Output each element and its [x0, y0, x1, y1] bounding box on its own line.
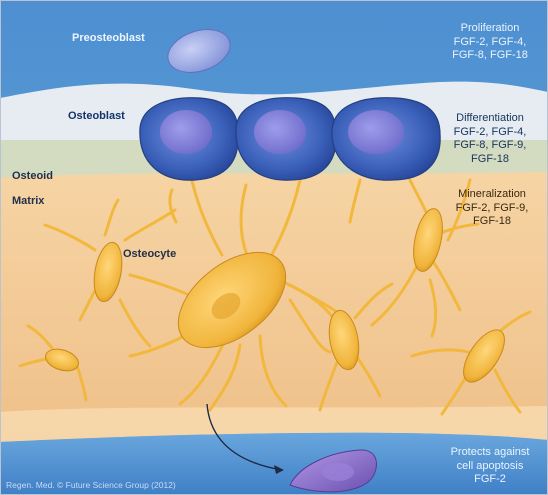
osteoblast-label: Osteoblast [68, 110, 125, 124]
osteoblast-cell [140, 98, 238, 180]
mineralization-factors-1: FGF-2, FGF-9, [438, 202, 546, 216]
differentiation-factors-3: FGF-18 [436, 153, 544, 167]
osteoid-label: Osteoid [12, 170, 53, 184]
apoptosis-note: Protects against cell apoptosis FGF-2 [436, 446, 544, 487]
osteoblast-cell [236, 98, 336, 180]
proliferation-factors-2: FGF-8, FGF-18 [436, 49, 544, 63]
apoptosis-line-2: cell apoptosis [436, 460, 544, 474]
matrix-label: Matrix [12, 195, 44, 209]
mineralization-factors-2: FGF-18 [438, 215, 546, 229]
osteoblast-cell [332, 98, 440, 180]
apoptosis-title: Protects against [436, 446, 544, 460]
mineralization-title: Mineralization [438, 188, 546, 202]
differentiation-note: Differentiation FGF-2, FGF-4, FGF-8, FGF… [436, 112, 544, 166]
differentiation-factors-2: FGF-8, FGF-9, [436, 139, 544, 153]
mineralization-note: Mineralization FGF-2, FGF-9, FGF-18 [438, 188, 546, 229]
apoptotic-nucleus [322, 463, 354, 481]
apoptosis-factor: FGF-2 [436, 473, 544, 487]
differentiation-factors-1: FGF-2, FGF-4, [436, 126, 544, 140]
copyright-credit: Regen. Med. © Future Science Group (2012… [6, 480, 176, 490]
proliferation-factors-1: FGF-2, FGF-4, [436, 36, 544, 50]
preosteoblast-label: Preosteoblast [72, 32, 145, 46]
proliferation-title: Proliferation [436, 22, 544, 36]
differentiation-title: Differentiation [436, 112, 544, 126]
osteocyte-label: Osteocyte [123, 248, 176, 262]
proliferation-note: Proliferation FGF-2, FGF-4, FGF-8, FGF-1… [436, 22, 544, 63]
